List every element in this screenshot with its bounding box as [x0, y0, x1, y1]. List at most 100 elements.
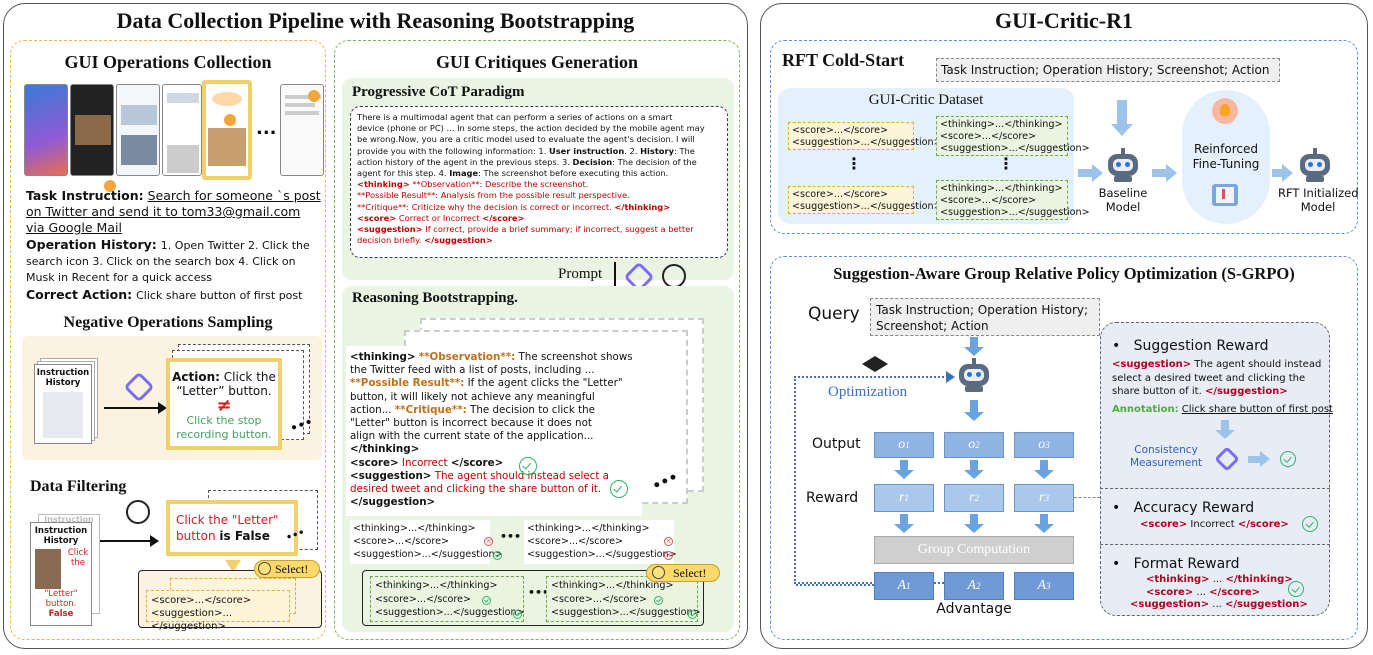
sample2-thinking: <thinking>...</thinking> — [527, 523, 650, 534]
cot-line-6c: : The screenshot before executing this a… — [478, 168, 669, 179]
query-to-model-arrow-head — [964, 347, 984, 356]
query-label: Query — [808, 304, 860, 324]
dsg2-thinking: <thinking>...</thinking> — [940, 183, 1063, 194]
sgrpo-title: Suggestion-Aware Group Relative Policy O… — [833, 264, 1295, 283]
neg-stack-history: History — [45, 378, 81, 388]
x-mark-icon: × — [484, 537, 493, 546]
selected-card-2: <thinking>...</thinking> <score>...</sco… — [546, 576, 701, 622]
acc-a: <score> — [1140, 519, 1188, 530]
sel1-sugg: <suggestion>...</suggestion> — [375, 607, 525, 618]
cot-line-9a: **Critique**: Criticize why the decision… — [357, 201, 612, 212]
history-text-2: search icon 3. Click on the search box 4… — [26, 255, 296, 268]
task-text: Search for someone `s post — [147, 188, 321, 203]
neg-action-card: Action: Click the “Letter” button. ≠ Cli… — [166, 358, 282, 450]
cot-line-5c: : The decision of the — [612, 156, 697, 167]
dsy2-sugg: <suggestion>...</suggestion> — [792, 201, 942, 212]
history-label: Operation History: — [26, 237, 157, 252]
correct-label: Correct Action: — [26, 287, 133, 302]
rewards-panel — [1100, 322, 1330, 616]
neg-correct-1: Click the stop — [186, 414, 262, 427]
acc-reward-body: <score> Incorrect </score> — [1140, 519, 1289, 530]
advantage-label: Advantage — [936, 601, 1012, 617]
filter-openai-icon — [126, 500, 150, 524]
annotation-label: Annotation: — [1112, 403, 1179, 415]
smile-icon — [258, 562, 271, 575]
x-mark-icon: × — [664, 537, 673, 546]
cot-line-4e: : The — [674, 145, 695, 156]
filter-side-2: "Letter" — [44, 589, 78, 599]
prompt-label: Prompt — [558, 266, 603, 282]
book-icon — [1212, 184, 1238, 206]
cot-line-5b: Decision — [572, 156, 613, 167]
rft-section — [770, 40, 1358, 234]
robot-icon — [1298, 148, 1332, 182]
crit-column — [334, 40, 740, 640]
screenshot-selected — [202, 80, 252, 180]
dsg2-sugg: <suggestion>...</suggestion> — [940, 207, 1090, 218]
cot-line-4b: User instruction — [548, 145, 625, 156]
filter-result-2b: is False — [219, 529, 270, 543]
rb-line-12: </suggestion> — [350, 496, 436, 509]
rb-line-1a: <thinking> — [350, 351, 416, 363]
x-mark-icon: × — [664, 551, 673, 560]
baseline-label-1: Baseline — [1098, 186, 1148, 200]
neg-action-text-2: “Letter” button. — [176, 384, 272, 398]
flow-arrow-head — [894, 524, 914, 533]
left-panel-title: Data Collection Pipeline with Reasoning … — [116, 8, 635, 33]
dataset-to-baseline-arrow-head — [1092, 164, 1103, 182]
baseline-to-rf-arrow — [1152, 169, 1166, 177]
cot-line-6a: agent for this step. 4. — [357, 168, 447, 179]
dataset-y-card-1: <score>...</score> <suggestion>...</sugg… — [788, 122, 942, 150]
baseline-label: Baseline Model — [1096, 186, 1150, 214]
optimization-loop-link — [796, 584, 874, 586]
cot-prompt-box: There is a multimodal agent that can per… — [350, 106, 728, 258]
cot-line-7a: <thinking> — [357, 179, 410, 190]
fmt-3a: <suggestion> — [1130, 599, 1210, 610]
rb-line-2: the Twitter feed with a list of posts, i… — [350, 364, 595, 377]
dataset-vdots-2: ⋮ — [998, 154, 1014, 173]
fmt-2c: </score> — [1209, 586, 1261, 598]
rb-line-8: </thinking> — [350, 443, 420, 456]
cot-line-10b: Correct or Incorrect — [398, 212, 480, 223]
rewards-divider-1 — [1100, 488, 1330, 489]
crit-select-label: Select! — [673, 566, 707, 580]
cot-line-7b: **Observation**: Describe the screenshot… — [412, 179, 589, 190]
neg-action-text-1: Click the — [223, 370, 276, 384]
rb-line-5c: The decision to click the — [470, 403, 595, 416]
ops-column — [10, 40, 326, 640]
task-text-2: on Twitter and send it to tom33@gmail.co… — [26, 204, 301, 219]
filter-out-sugg: <suggestion>...</suggestion> — [151, 608, 233, 632]
output-label: Output — [812, 436, 861, 452]
correct-text: Click share button of first post — [136, 289, 303, 302]
rb-check-icon — [519, 457, 537, 475]
fmt-1b: ... — [1212, 574, 1223, 585]
dsy1-sugg: <suggestion>...</suggestion> — [792, 137, 942, 148]
task-label: Task Instruction: — [26, 188, 144, 203]
flow-arrow-head — [1034, 470, 1054, 479]
acc-b: Incorrect — [1190, 519, 1235, 530]
model-to-output-arrow — [970, 400, 978, 412]
filter-result-1: Click the "Letter" — [176, 513, 279, 527]
dsg1-score: <score>...</score> — [940, 131, 1037, 142]
sample-card-2: <thinking>...</thinking> <score>...</sco… — [524, 520, 677, 564]
acc-reward-title: • Accuracy Reward — [1112, 500, 1254, 516]
crit-select-badge[interactable]: Select! — [646, 564, 720, 582]
filter-out-card: <score>...</score> <suggestion>...</sugg… — [146, 590, 290, 632]
rb-line-5a: action... — [350, 403, 392, 416]
sel1-score: <score>...</score> — [375, 593, 472, 605]
sel1-check-icon — [482, 596, 491, 605]
cot-line-11a: <suggestion> — [357, 224, 423, 235]
init-label-1: RFT Initialized — [1278, 186, 1359, 200]
flow-arrow-head — [964, 470, 984, 479]
task-text-3: via Google Mail — [26, 220, 122, 235]
filter-select-badge[interactable]: Select! — [254, 560, 320, 578]
cot-title: Progressive CoT Paradigm — [352, 84, 525, 100]
sug-line-3a: share button of it. — [1112, 386, 1202, 397]
reward-label: Reward — [806, 490, 859, 506]
screenshots-ellipsis: ... — [256, 118, 277, 139]
